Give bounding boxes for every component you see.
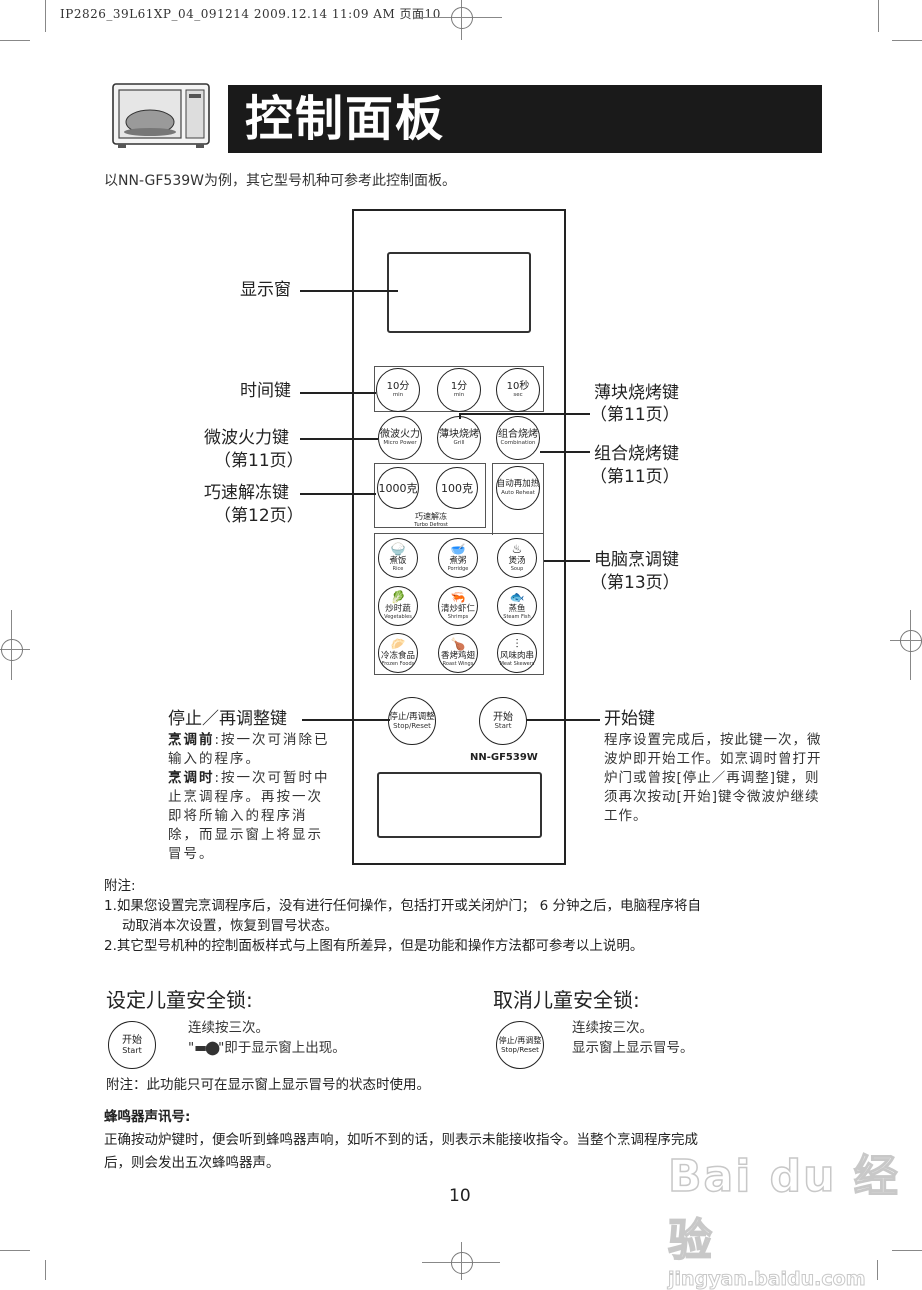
time-key-1min[interactable]: 1分 min [437, 368, 481, 412]
notes-heading: 附注: [104, 878, 136, 894]
dumplings-icon: 🥟 [390, 637, 406, 651]
roast-wing-icon: 🍗 [450, 637, 466, 651]
callout-start: 开始键 [604, 709, 655, 729]
leader-line [460, 413, 590, 415]
microwave-illustration-icon [112, 83, 210, 148]
callout-combination-page: （第11页） [590, 467, 680, 487]
skewer-icon: ⫶ [515, 637, 519, 651]
menu-key-soup[interactable]: ♨ 煲汤 Soup [497, 538, 537, 578]
child-lock-start-button: 开始 Start [108, 1021, 156, 1069]
fish-icon: 🐟 [509, 590, 525, 604]
leader-line [300, 438, 378, 440]
crop-mark-left [0, 600, 40, 680]
shrimp-icon: 🦐 [450, 590, 466, 604]
notes-section: 附注: 1.如果您设置完烹调程序后，没有进行任何操作，包括打开或关闭炉门； 6 … [104, 876, 824, 956]
pot-icon: ♨ [511, 542, 523, 556]
callout-turbo-defrost: 巧速解冻键 [204, 483, 289, 503]
note-item: 动取消本次设置，恢复到冒号状态。 [122, 918, 338, 934]
crop-mark-top [0, 0, 922, 41]
callout-menu-page: （第13页） [590, 573, 680, 593]
callout-grill-page: （第11页） [590, 405, 680, 425]
leader-line [300, 493, 376, 495]
child-lock-stop-button: 停止/再调整 Stop/Reset [496, 1021, 544, 1069]
watermark-brand: Bai du 经验 [667, 1150, 900, 1267]
menu-key-frozen-foods[interactable]: 🥟 冷冻食品 Frozen Foods [378, 633, 418, 673]
child-lock-note: 附注：此功能只可在显示窗上显示冒号的状态时使用。 [106, 1077, 430, 1093]
turbo-defrost-group [374, 463, 486, 528]
menu-key-vegetables[interactable]: 🥬 炒时蔬 Vegetables [378, 586, 418, 626]
porridge-bowl-icon: 🥣 [450, 542, 466, 556]
leader-line [526, 719, 600, 721]
leader-line [300, 290, 398, 292]
baidu-watermark: Bai du 经验 jingyan.baidu.com [667, 1140, 918, 1290]
rice-bowl-icon: 🍚 [390, 542, 406, 556]
leader-line [540, 451, 590, 453]
control-panel [352, 209, 566, 865]
cancel-child-lock-heading: 取消儿童安全锁: [493, 988, 640, 1012]
stop-description: 烹调前:按一次可消除已输入的程序。 烹调时:按一次可暂时中止烹调程序。再按一次即… [168, 732, 330, 862]
leader-line [544, 560, 590, 562]
model-number: NN-GF539W [470, 752, 538, 763]
callout-micro-power: 微波火力键 [204, 428, 289, 448]
menu-key-steam-fish[interactable]: 🐟 蒸鱼 Steam Fish [497, 586, 537, 626]
menu-key-roast-wings[interactable]: 🍗 香烤鸡翅 Roast Wings [438, 633, 478, 673]
vegetable-icon: 🥬 [390, 590, 406, 604]
callout-menu: 电脑烹调键 [594, 550, 679, 570]
set-child-lock-text: 连续按三次。 "▬⬤"即于显示窗上出现。 [188, 1020, 346, 1056]
callout-grill: 薄块烧烤键 [594, 383, 679, 403]
beeper-heading: 蜂鸣器声讯号: [104, 1109, 191, 1125]
page-number: 10 [449, 1186, 471, 1206]
defrost-100g-key[interactable]: 100克 [436, 467, 478, 509]
door-window [377, 772, 542, 838]
watermark-url: jingyan.baidu.com [668, 1268, 867, 1290]
micro-power-key[interactable]: 微波火力 Micro Power [378, 416, 422, 460]
auto-reheat-group [492, 463, 544, 535]
defrost-1000g-key[interactable]: 1000克 [377, 467, 419, 509]
leader-line [459, 413, 461, 419]
combination-key[interactable]: 组合烧烤 Combination [496, 416, 540, 460]
menu-key-rice[interactable]: 🍚 煮饭 Rice [378, 538, 418, 578]
page-subtitle: 以NN-GF539W为例，其它型号机种可参考此控制面板。 [104, 173, 456, 189]
stop-reset-key[interactable]: 停止/再调整 Stop/Reset [388, 697, 436, 745]
callout-stop-reset: 停止／再调整键 [168, 709, 287, 729]
menu-key-meat-skewers[interactable]: ⫶ 风味肉串 Meat Skewers [497, 633, 537, 673]
time-key-10sec[interactable]: 10秒 sec [496, 368, 540, 412]
start-key[interactable]: 开始 Start [479, 697, 527, 745]
set-child-lock-heading: 设定儿童安全锁: [106, 988, 253, 1012]
note-item: 2.其它型号机种的控制面板样式与上图有所差异，但是功能和操作方法都可参考以上说明… [104, 938, 644, 954]
menu-key-porridge[interactable]: 🥣 煮粥 Porridge [438, 538, 478, 578]
leader-line [302, 719, 390, 721]
print-meta: IP2826_39L61XP_04_091214 2009.12.14 11:0… [60, 7, 441, 21]
crop-mark-bottom [0, 1225, 922, 1280]
auto-reheat-key[interactable]: 自动再加热 Auto Reheat [496, 466, 540, 510]
display-window [387, 252, 531, 333]
title-bar [228, 85, 822, 153]
grill-key[interactable]: 薄块烧烤 Grill [437, 416, 481, 460]
time-key-10min[interactable]: 10分 min [376, 368, 420, 412]
page-title: 控制面板 [245, 91, 446, 147]
turbo-defrost-label: 巧速解冻 Turbo Defrost [414, 512, 448, 528]
menu-key-shrimps[interactable]: 🦐 清炒虾仁 Shrimps [438, 586, 478, 626]
callout-combination: 组合烧烤键 [594, 444, 679, 464]
beeper-text-line2: 后，则会发出五次蜂鸣器声。 [104, 1155, 280, 1171]
beeper-text-line1: 正确按动炉键时，便会听到蜂鸣器声响，如听不到的话，则表示未能接收指令。当整个烹调… [104, 1132, 698, 1148]
callout-time-key: 时间键 [240, 381, 291, 401]
leader-line [300, 392, 376, 394]
callout-micro-power-page: （第11页） [214, 451, 304, 471]
crop-mark-right [890, 600, 922, 680]
key-icon: ▬⬤ [194, 1040, 220, 1056]
note-item: 1.如果您设置完烹调程序后，没有进行任何操作，包括打开或关闭炉门； 6 分钟之后… [104, 898, 702, 914]
cancel-child-lock-text: 连续按三次。 显示窗上显示冒号。 [572, 1020, 694, 1056]
menu-keys-group [374, 533, 544, 675]
start-description: 程序设置完成后，按此键一次，微波炉即开始工作。如烹调时曾打开炉门或曾按[停止／再… [604, 732, 822, 824]
callout-turbo-defrost-page: （第12页） [214, 506, 304, 526]
callout-display: 显示窗 [240, 280, 291, 300]
